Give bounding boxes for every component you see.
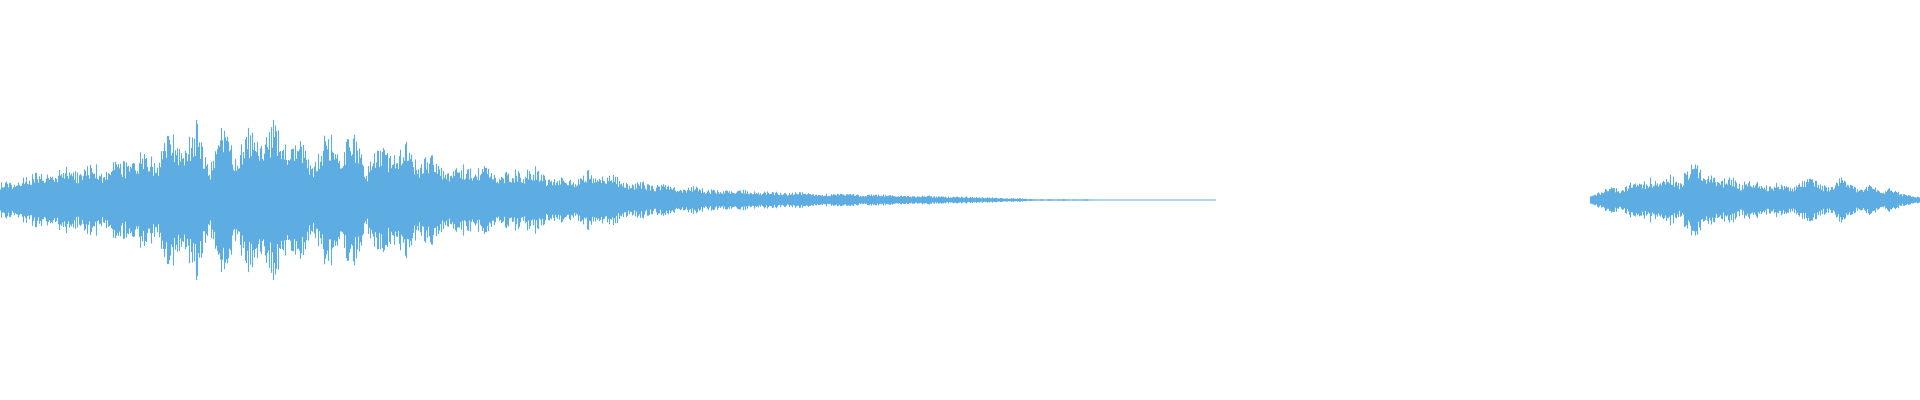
waveform-path	[0, 119, 1217, 281]
waveform-segment-1	[0, 119, 1217, 281]
waveform-path	[1589, 164, 1920, 236]
waveform-segment-2	[1589, 164, 1920, 236]
